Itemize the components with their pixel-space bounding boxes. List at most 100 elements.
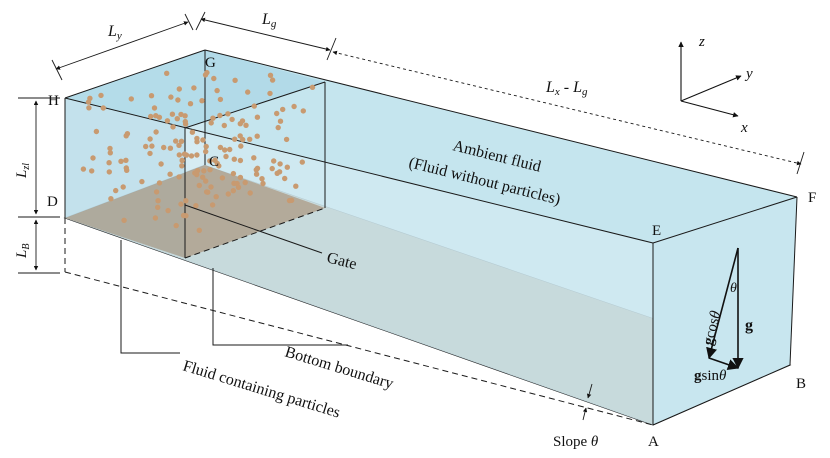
- particle: [247, 190, 253, 196]
- particle: [293, 183, 299, 189]
- particle: [223, 153, 229, 160]
- particle: [194, 135, 200, 142]
- particle: [208, 184, 214, 190]
- particle: [90, 155, 96, 161]
- particle: [174, 116, 180, 122]
- end-wall: [653, 197, 797, 425]
- particle: [208, 120, 214, 126]
- particle: [232, 77, 238, 84]
- particle: [143, 143, 149, 150]
- particle: [200, 137, 206, 143]
- particle: [221, 122, 227, 129]
- particle: [202, 72, 209, 78]
- particle: [165, 207, 171, 214]
- particle: [155, 198, 161, 204]
- particle: [284, 164, 290, 170]
- particle: [210, 115, 216, 121]
- particle: [251, 155, 257, 161]
- particle: [271, 158, 277, 164]
- particle: [173, 222, 179, 229]
- particle: [253, 167, 259, 173]
- particle: [153, 189, 160, 195]
- particle: [251, 103, 257, 109]
- gsin-label: gsinθ: [694, 368, 727, 384]
- particle: [176, 152, 182, 158]
- particle: [147, 150, 153, 157]
- axis-z-label: z: [698, 34, 705, 50]
- particle: [161, 144, 167, 151]
- particle: [231, 156, 237, 162]
- slope-label: Slope θ: [553, 434, 599, 450]
- particle: [156, 114, 163, 121]
- particle: [173, 138, 179, 144]
- particle: [176, 86, 182, 92]
- particle: [214, 87, 220, 94]
- particle: [178, 111, 184, 118]
- particle: [123, 157, 129, 163]
- dim-lb: LB: [14, 244, 32, 259]
- particle: [213, 194, 219, 200]
- particle: [128, 96, 134, 102]
- particle: [247, 136, 253, 142]
- particle: [207, 158, 213, 164]
- vertex-d: D: [47, 194, 58, 210]
- particles: [80, 69, 316, 233]
- particle: [148, 93, 155, 99]
- particle: [106, 169, 113, 175]
- particle: [124, 131, 131, 137]
- particle: [89, 168, 95, 174]
- particle: [98, 92, 104, 99]
- particle: [269, 165, 275, 172]
- particle: [164, 118, 171, 124]
- particle: [192, 170, 198, 176]
- particle: [182, 113, 188, 119]
- particle: [283, 136, 290, 143]
- dim-lzl: Lzl: [14, 163, 32, 179]
- particle: [227, 146, 233, 153]
- particle: [234, 180, 240, 187]
- particle: [139, 178, 145, 185]
- particle: [176, 174, 182, 180]
- particle: [170, 124, 176, 130]
- particle: [151, 105, 158, 111]
- particle: [196, 182, 202, 189]
- particle: [209, 202, 216, 208]
- particle: [189, 129, 196, 135]
- particle: [225, 111, 231, 117]
- dim-lx-lg: Lx - Lg: [545, 79, 588, 98]
- particle: [153, 129, 159, 135]
- particle: [188, 153, 195, 159]
- vertex-f: F: [808, 190, 816, 206]
- particle: [167, 171, 173, 177]
- particle: [183, 198, 189, 204]
- gate-label: Gate: [325, 249, 358, 273]
- particle: [286, 197, 293, 204]
- particle: [179, 163, 185, 169]
- particle: [269, 77, 276, 83]
- particle: [149, 143, 155, 149]
- vertex-h: H: [48, 93, 59, 109]
- particle: [193, 203, 199, 209]
- particle: [123, 165, 129, 171]
- particle: [291, 103, 297, 110]
- particle: [152, 215, 159, 221]
- particle: [260, 180, 266, 187]
- particle: [113, 187, 119, 194]
- particle: [164, 70, 170, 77]
- particle: [158, 161, 164, 167]
- particle: [259, 176, 265, 182]
- particle: [277, 118, 284, 124]
- particle: [217, 144, 224, 151]
- particle: [211, 75, 217, 82]
- particle: [191, 85, 197, 91]
- gravity-vector-icon: [706, 247, 744, 371]
- particle: [118, 158, 124, 164]
- particle: [121, 217, 127, 223]
- particle: [277, 161, 283, 167]
- particle: [275, 124, 281, 131]
- particle: [176, 142, 182, 148]
- particle: [280, 106, 286, 113]
- vertex-labels: H G C D E F A B: [47, 55, 816, 450]
- particle: [106, 160, 112, 166]
